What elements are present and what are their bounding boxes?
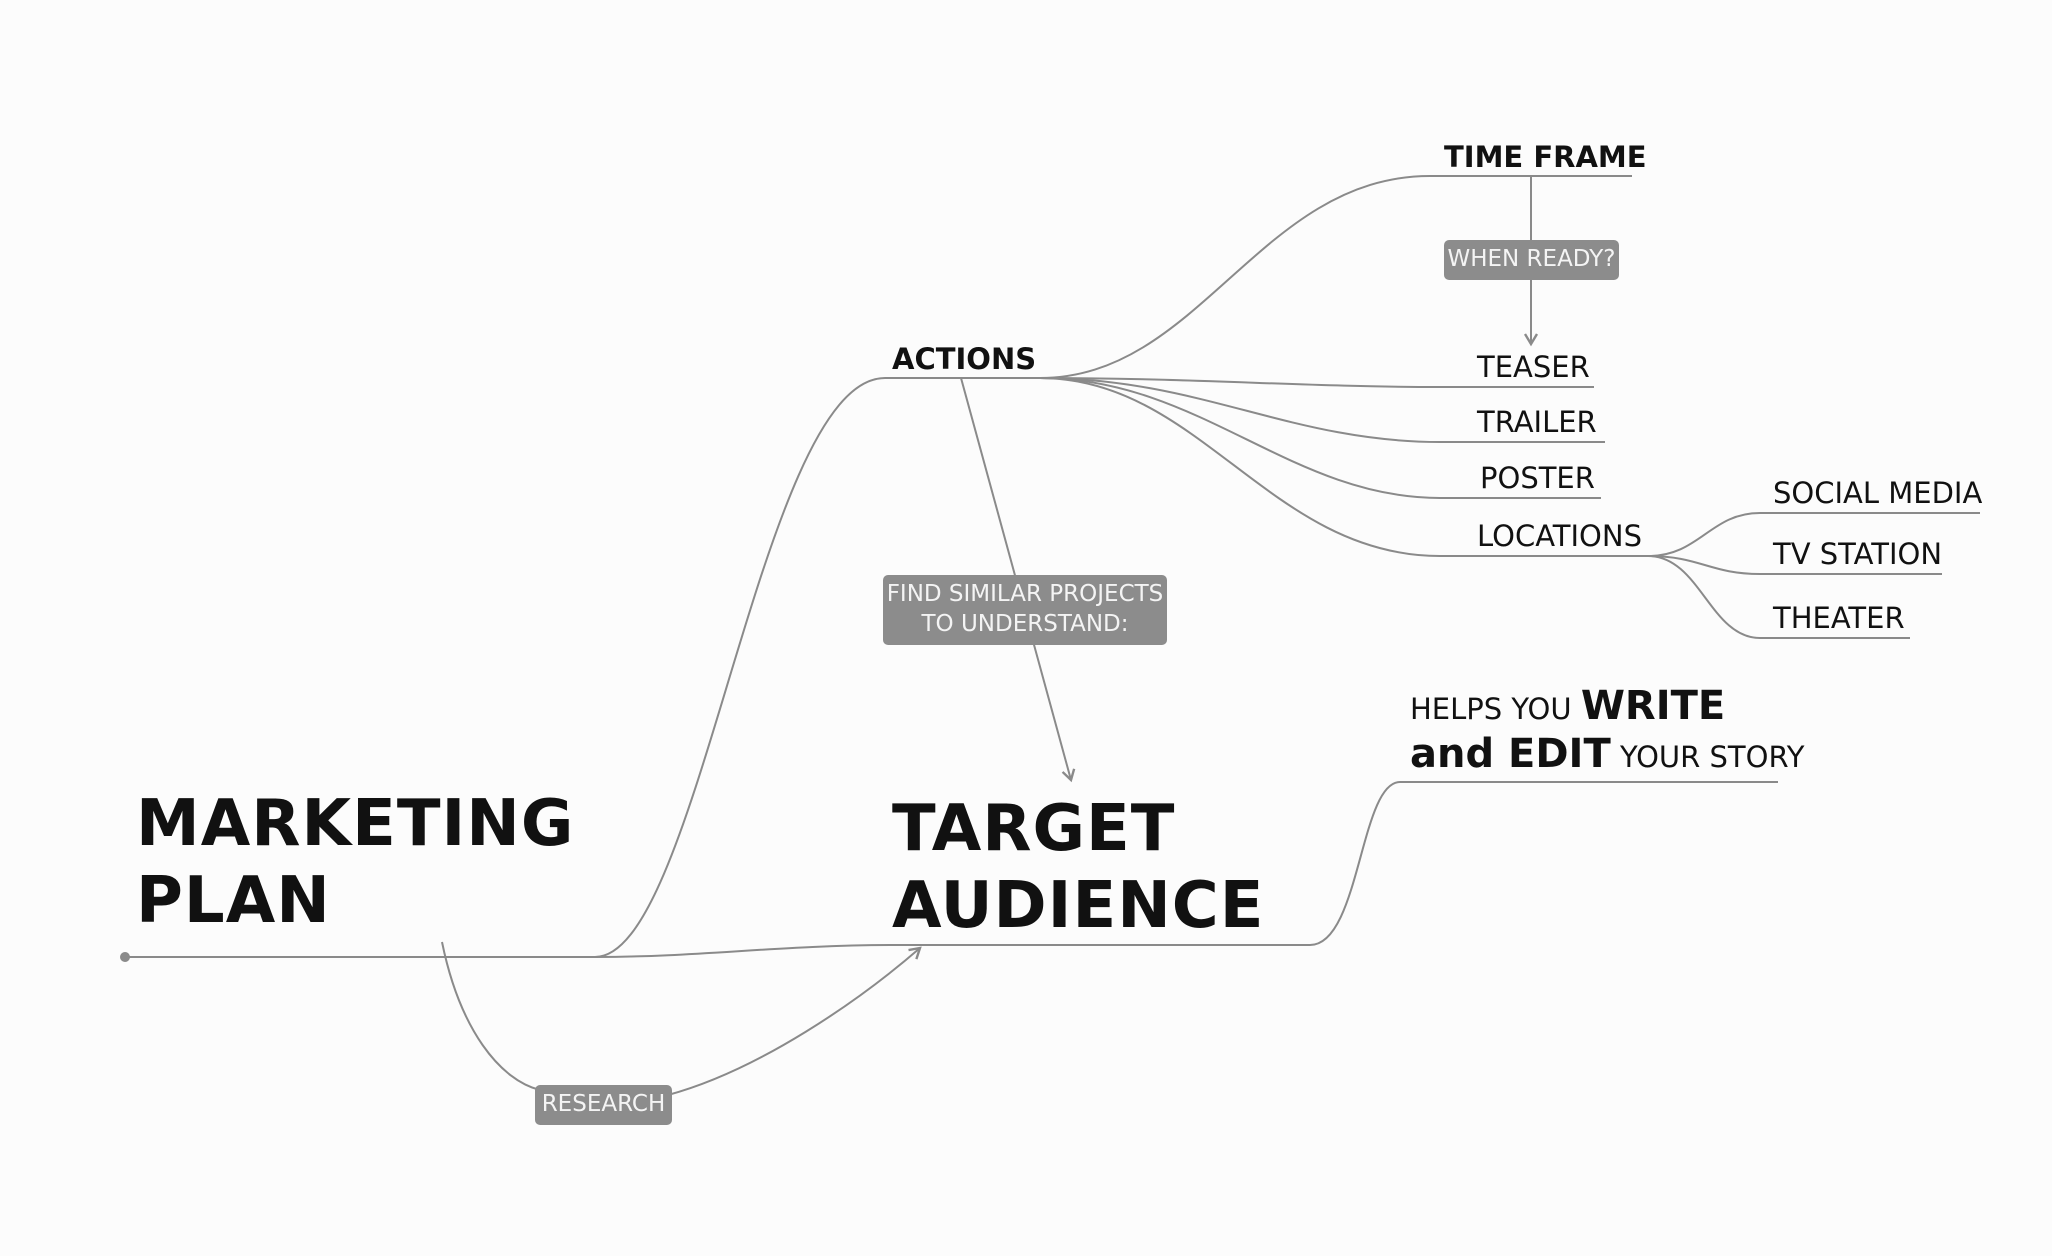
target-line1: TARGET	[892, 792, 1176, 866]
edge-root-target	[594, 944, 1310, 958]
when-ready-tag: WHEN READY?	[1444, 240, 1619, 280]
when-ready-text: WHEN READY?	[1447, 246, 1616, 273]
social-media-node: SOCIAL MEDIA	[1773, 476, 1983, 510]
helps-part3: and EDIT	[1410, 731, 1611, 777]
helps-line1: HELPS YOU WRITE	[1410, 686, 1804, 726]
edge-root-actions	[594, 377, 1040, 958]
tv-station-node: TV STATION	[1773, 537, 1943, 571]
theater-node: THEATER	[1773, 601, 1905, 635]
target-line2: AUDIENCE	[892, 868, 1265, 943]
root-node-marketing-plan: MARKETING PLAN	[136, 786, 574, 940]
time-frame-node: TIME FRAME	[1444, 140, 1647, 174]
helps-part1: HELPS YOU	[1410, 692, 1581, 726]
root-line1: MARKETING	[136, 787, 575, 861]
target-audience-node: TARGET AUDIENCE	[892, 791, 1264, 945]
find-similar-line1: FIND SIMILAR PROJECTS	[886, 581, 1164, 608]
edge-actions-timeframe	[1039, 175, 1632, 379]
helps-note: HELPS YOU WRITE and EDIT YOUR STORY	[1410, 686, 1804, 774]
edge-locations-social	[1647, 512, 1980, 557]
find-similar-line2: TO UNDERSTAND:	[921, 611, 1129, 637]
edge-actions-trailer	[1039, 377, 1605, 443]
find-similar-projects-tag: FIND SIMILAR PROJECTS TO UNDERSTAND:	[883, 575, 1167, 645]
root-line2: PLAN	[136, 863, 331, 938]
edge-target-helps	[1309, 781, 1778, 946]
research-tag: RESEARCH	[535, 1085, 672, 1125]
teaser-node: TEASER	[1477, 350, 1590, 384]
edge-actions-poster	[1039, 377, 1601, 499]
helps-line2: and EDIT YOUR STORY	[1410, 734, 1804, 774]
helps-part2: WRITE	[1580, 683, 1726, 729]
edge-actions-locations	[1039, 377, 1648, 557]
helps-part4: YOUR STORY	[1610, 740, 1805, 774]
root-dot	[120, 952, 130, 962]
edge-locations-tv	[1647, 555, 1942, 575]
actions-node: ACTIONS	[892, 342, 1037, 376]
trailer-node: TRAILER	[1477, 405, 1597, 439]
poster-node: POSTER	[1480, 461, 1595, 495]
edge-actions-teaser	[1039, 377, 1594, 388]
arrow-research	[441, 942, 920, 1096]
research-text: RESEARCH	[541, 1091, 666, 1118]
locations-node: LOCATIONS	[1477, 519, 1642, 553]
edge-locations-theater	[1647, 555, 1910, 639]
